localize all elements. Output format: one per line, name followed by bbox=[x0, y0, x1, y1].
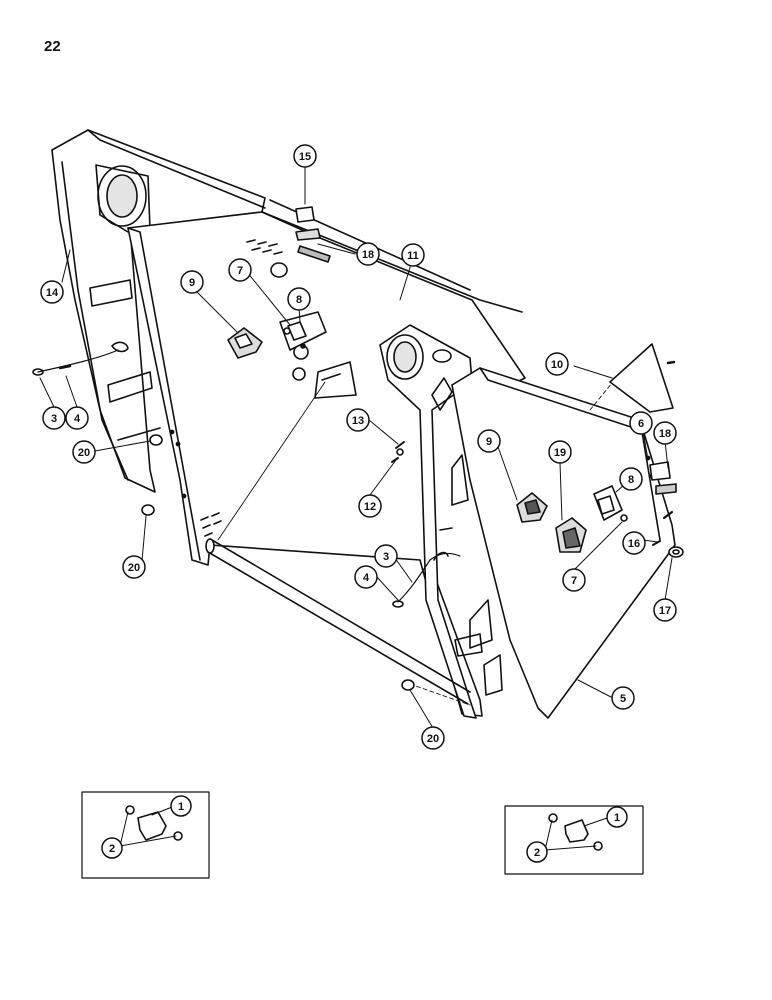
callout-1-right-inset: 1 bbox=[606, 806, 628, 828]
callout-label: 20 bbox=[128, 562, 140, 574]
callout-11: 11 bbox=[401, 243, 425, 267]
callout-label: 18 bbox=[362, 249, 374, 261]
callout-label: 7 bbox=[237, 265, 243, 277]
callout-9-right: 9 bbox=[477, 429, 501, 453]
callout-label: 6 bbox=[638, 418, 644, 430]
callout-label: 15 bbox=[299, 151, 311, 163]
cover-part-10 bbox=[589, 343, 676, 413]
callout-label: 2 bbox=[109, 843, 115, 855]
callout-label: 4 bbox=[74, 413, 81, 425]
callout-label: 20 bbox=[78, 447, 90, 459]
callout-label: 1 bbox=[178, 801, 184, 813]
latch-left bbox=[279, 311, 327, 351]
callout-7-left: 7 bbox=[228, 258, 252, 282]
callout-label: 8 bbox=[628, 474, 634, 486]
callout-5: 5 bbox=[611, 686, 635, 710]
callout-7-right: 7 bbox=[562, 568, 586, 592]
callout-14: 14 bbox=[40, 280, 64, 304]
callout-20-bottom: 20 bbox=[421, 726, 445, 750]
lanyard-right bbox=[392, 551, 461, 608]
callout-label: 13 bbox=[352, 415, 364, 427]
callout-label: 3 bbox=[51, 413, 57, 425]
callout-8-right: 8 bbox=[619, 467, 643, 491]
callout-3-right: 3 bbox=[374, 544, 398, 568]
leader-lines bbox=[39, 167, 673, 851]
callouts: 15 18 11 14 9 7 8 10 6 18 3 4 13 20 9 19… bbox=[40, 144, 677, 863]
callout-20-left: 20 bbox=[72, 440, 96, 464]
callout-8-left: 8 bbox=[287, 287, 311, 311]
callout-3-left: 3 bbox=[42, 406, 66, 430]
lanyard-left bbox=[32, 341, 129, 376]
callout-label: 8 bbox=[296, 294, 302, 306]
callout-19: 19 bbox=[548, 440, 572, 464]
callout-label: 19 bbox=[554, 447, 566, 459]
latch-right bbox=[593, 485, 628, 522]
center-frame-member bbox=[379, 324, 503, 719]
callout-label: 18 bbox=[659, 428, 671, 440]
callout-12: 12 bbox=[358, 494, 382, 518]
callout-15: 15 bbox=[293, 144, 317, 168]
callout-2-right-inset: 2 bbox=[526, 841, 548, 863]
callout-label: 5 bbox=[620, 693, 626, 705]
callout-label: 20 bbox=[427, 733, 439, 745]
callout-4-right: 4 bbox=[354, 565, 378, 589]
callout-label: 1 bbox=[614, 812, 620, 824]
callout-label: 14 bbox=[46, 287, 59, 299]
callout-label: 17 bbox=[659, 605, 671, 617]
callout-16: 16 bbox=[622, 531, 646, 555]
callout-9-left: 9 bbox=[180, 270, 204, 294]
page-number: 22 bbox=[44, 38, 61, 55]
hardware bbox=[141, 434, 684, 691]
callout-20-mid: 20 bbox=[122, 555, 146, 579]
callout-18-top: 18 bbox=[356, 242, 380, 266]
callout-label: 2 bbox=[534, 847, 540, 859]
left-side-panel bbox=[51, 129, 266, 493]
callout-18-right: 18 bbox=[653, 421, 677, 445]
callout-label: 9 bbox=[189, 277, 195, 289]
inset-box-right bbox=[504, 805, 644, 875]
callout-13: 13 bbox=[346, 408, 370, 432]
callout-label: 9 bbox=[486, 436, 492, 448]
callout-label: 4 bbox=[363, 572, 370, 584]
callout-label: 7 bbox=[571, 575, 577, 587]
callout-label: 16 bbox=[628, 538, 640, 550]
callout-2-left-inset: 2 bbox=[101, 837, 123, 859]
callout-6: 6 bbox=[629, 411, 653, 435]
callout-label: 12 bbox=[364, 501, 376, 513]
decals bbox=[227, 206, 677, 553]
callout-label: 11 bbox=[407, 250, 419, 262]
callout-label: 10 bbox=[551, 359, 563, 371]
callout-4-left: 4 bbox=[65, 406, 89, 430]
callout-label: 3 bbox=[383, 551, 389, 563]
callout-1-left-inset: 1 bbox=[170, 795, 192, 817]
bottom-rod bbox=[205, 381, 471, 706]
callout-17: 17 bbox=[653, 598, 677, 622]
callout-10: 10 bbox=[545, 352, 569, 376]
